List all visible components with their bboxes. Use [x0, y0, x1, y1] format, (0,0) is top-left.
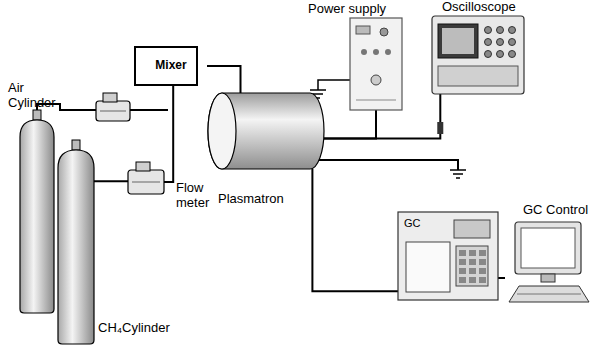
flow-meter: Flow meter: [128, 170, 164, 194]
drawing-part: [509, 51, 516, 58]
ground-symbol: [450, 170, 466, 178]
drawing-part: [356, 26, 370, 34]
connector-line: [164, 85, 173, 182]
control-computer-shape: [505, 222, 591, 302]
drawing-part: [509, 39, 516, 46]
plasmatron-reactor: Plasmatron: [208, 93, 324, 169]
ground-wire: [318, 160, 458, 170]
drawing-part: [497, 39, 504, 46]
drawing-part: [469, 277, 476, 283]
drawing-part: [509, 27, 516, 34]
drawing-part: [442, 28, 474, 54]
drawing-part: [128, 170, 164, 194]
flow-meter-shape: [128, 170, 164, 194]
drawing-part: [517, 294, 581, 295]
probe-tip: [437, 122, 443, 134]
drawing-part: [485, 27, 492, 34]
connector-line: [207, 66, 241, 93]
drawing-part: [132, 182, 160, 183]
drawing-part: [485, 39, 492, 46]
oscilloscope-shape: [432, 16, 524, 94]
gas-chromatograph: GC: [398, 212, 498, 300]
drawing-part: [541, 274, 555, 282]
ground-wire: [318, 80, 350, 90]
drawing-part: [459, 259, 466, 265]
drawing-part: [521, 228, 575, 268]
drawing-part: [438, 24, 478, 58]
plasmatron-reactor-shape: [208, 93, 324, 169]
node-label: GC: [404, 216, 421, 231]
drawing-part: [380, 28, 388, 36]
drawing-part: [438, 66, 518, 86]
node-label: GC Control: [523, 202, 588, 217]
drawing-part: [497, 27, 504, 34]
drawing-part: [398, 212, 498, 300]
control-computer: GC Control: [505, 222, 591, 302]
drawing-part: [497, 51, 504, 58]
node-label: Air Cylinder: [8, 80, 70, 110]
drawing-part: [72, 140, 80, 150]
drawing-part: [479, 268, 486, 274]
flow-meter: [96, 93, 130, 121]
drawing-part: [432, 16, 524, 94]
drawing-part: [515, 222, 581, 274]
drawing-part: [20, 120, 54, 313]
drawing-part: [406, 242, 450, 292]
gas-pipe: [130, 109, 168, 111]
drawing-part: [459, 250, 466, 256]
node-label: CH₄Cylinder: [98, 320, 170, 335]
drawing-part: [469, 268, 476, 274]
drawing-part: [479, 250, 486, 256]
connector-line: [324, 110, 376, 139]
node-label: Power supply: [308, 1, 386, 16]
power-supply: Power supply: [350, 18, 402, 110]
gas-cylinder: CH₄Cylinder: [58, 148, 94, 344]
node-label: Plasmatron: [218, 191, 284, 206]
drawing-part: [361, 49, 367, 55]
drawing-part: [469, 250, 476, 256]
power-supply-shape: [350, 18, 402, 110]
node-label: Mixer: [135, 58, 207, 73]
drawing-part: [479, 277, 486, 283]
drawing-part: [509, 286, 589, 302]
connector-line: [498, 277, 505, 279]
connector-line: [312, 169, 398, 291]
drawing-part: [208, 93, 236, 169]
drawing-part: [385, 49, 391, 55]
connector-line: [94, 180, 128, 182]
oscilloscope: Oscilloscope: [432, 16, 524, 94]
drawing-part: [459, 277, 466, 283]
drawing-part: [33, 110, 41, 120]
drawing-part: [456, 246, 488, 286]
drawing-part: [373, 49, 379, 55]
mixer-box: Mixer: [135, 47, 207, 85]
drawing-part: [454, 220, 490, 238]
drawing-part: [479, 259, 486, 265]
gas-cylinder-shape: [20, 118, 54, 313]
drawing-part: [371, 75, 381, 85]
drawing-part: [350, 18, 402, 110]
drawing-part: [469, 259, 476, 265]
node-label: Flow meter: [176, 180, 222, 210]
drawing-part: [208, 93, 324, 169]
drawing-part: [485, 51, 492, 58]
drawing-part: [58, 150, 94, 344]
gas-cylinder: Air Cylinder: [20, 118, 54, 313]
node-label: Oscilloscope: [442, 0, 516, 14]
drawing-part: [136, 162, 150, 171]
gas-cylinder-shape: [58, 148, 94, 344]
drawing-part: [459, 268, 466, 274]
drawing-part: [356, 100, 396, 101]
